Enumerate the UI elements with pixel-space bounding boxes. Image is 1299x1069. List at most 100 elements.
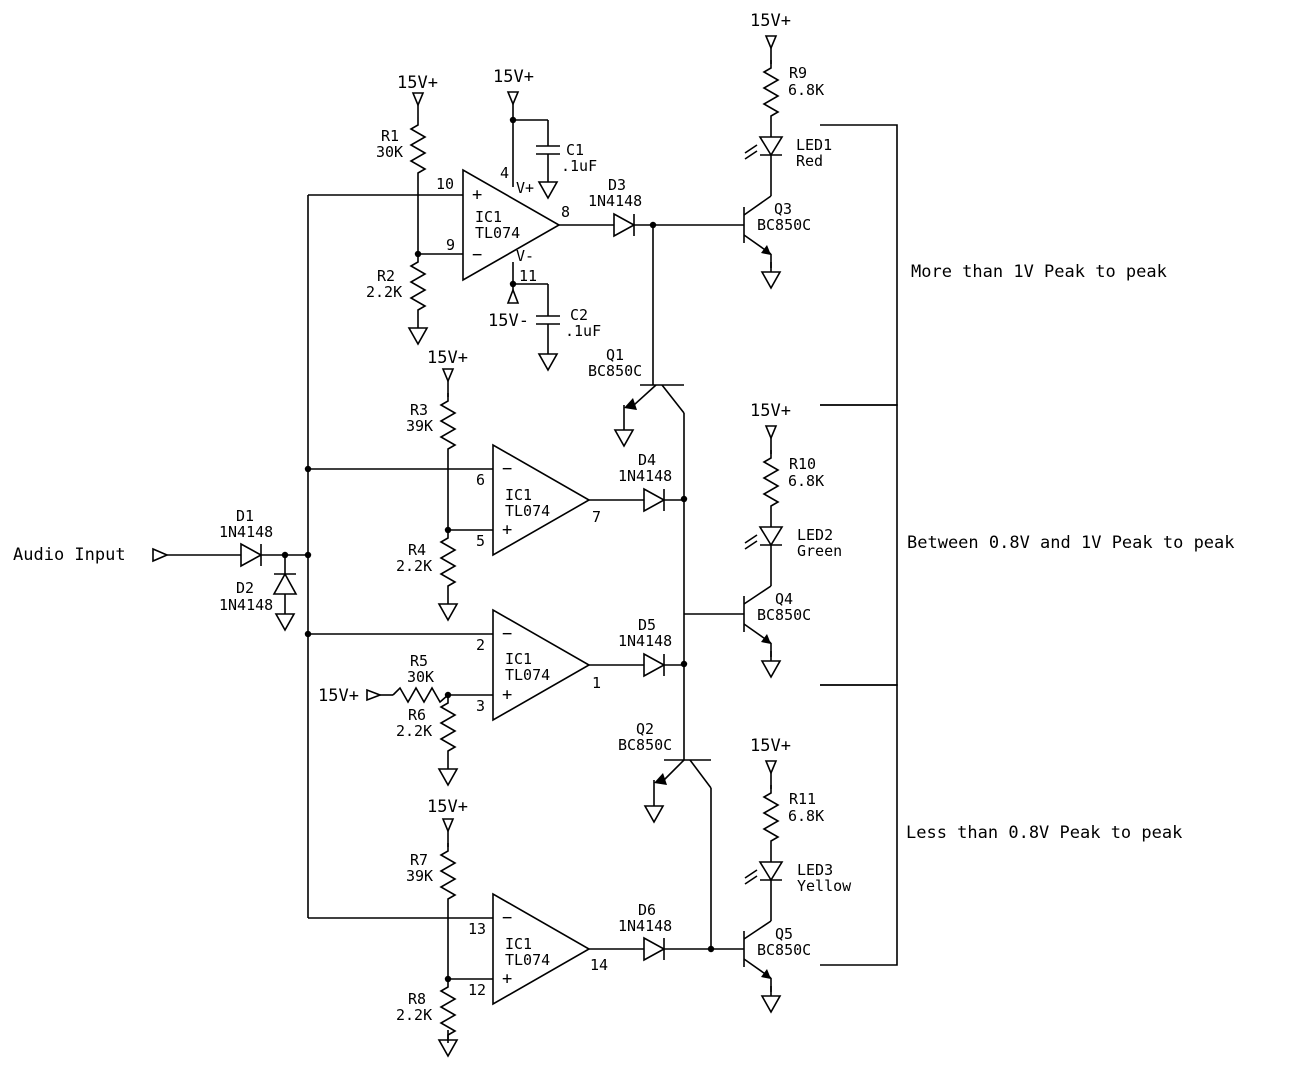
q3-ground xyxy=(761,261,781,289)
r2-ref: R2 xyxy=(377,267,395,285)
r3-resistor xyxy=(440,392,456,458)
d2-ref: D2 xyxy=(236,579,254,597)
vcc-label-r7: 15V+ xyxy=(427,797,468,817)
pin-9: 9 xyxy=(446,236,455,254)
r2-resistor xyxy=(410,253,426,319)
r11-resistor xyxy=(763,784,779,850)
r8-value: 2.2K xyxy=(396,1006,432,1024)
r5-resistor xyxy=(392,686,449,704)
led3-led xyxy=(744,861,783,885)
d3-part: 1N4148 xyxy=(588,192,642,210)
led3-ref: LED3 xyxy=(797,861,833,879)
q2-ground xyxy=(644,795,664,823)
opamp-c-ref: IC1 xyxy=(505,650,532,668)
d2-ground xyxy=(275,603,295,631)
annotation-low: Less than 0.8V Peak to peak xyxy=(906,823,1182,843)
r8-ref: R8 xyxy=(408,990,426,1008)
led2-ref: LED2 xyxy=(797,526,833,544)
pin-1: 1 xyxy=(592,674,601,692)
c2-value: .1uF xyxy=(565,322,601,340)
r7-value: 39K xyxy=(406,867,433,885)
pin-14: 14 xyxy=(590,956,608,974)
vcc-symbol-ic1a xyxy=(507,91,519,117)
r6-value: 2.2K xyxy=(396,722,432,740)
r7-resistor xyxy=(440,842,456,908)
r6-resistor xyxy=(440,694,456,760)
opamp-c-part: TL074 xyxy=(505,666,550,684)
vcc-symbol-r3 xyxy=(442,368,454,394)
c2-ground xyxy=(538,343,558,371)
audio-input-label: Audio Input xyxy=(13,545,126,565)
vcc-label-r3: 15V+ xyxy=(427,348,468,368)
d1-ref: D1 xyxy=(236,507,254,525)
d6-diode xyxy=(643,937,665,961)
r4-resistor xyxy=(440,529,456,595)
vee-label-ic1: 15V- xyxy=(488,311,529,331)
pin-11: 11 xyxy=(519,267,537,285)
vcc-label-r11: 15V+ xyxy=(750,736,791,756)
d3-ref: D3 xyxy=(608,176,626,194)
c1-value: .1uF xyxy=(561,157,597,175)
opamp-a-ref: IC1 xyxy=(475,208,502,226)
pin-5: 5 xyxy=(476,532,485,550)
q1-ground xyxy=(614,419,634,447)
vcc-arrow-r5 xyxy=(366,688,383,702)
d2-diode xyxy=(272,572,298,595)
opamp-d xyxy=(492,892,591,1006)
opamp-b-minus: − xyxy=(502,459,512,479)
c1-ground xyxy=(538,171,558,199)
r11-ref: R11 xyxy=(789,790,816,808)
opamp-d-part: TL074 xyxy=(505,951,550,969)
q3-ref: Q3 xyxy=(774,200,792,218)
opamp-a-vminus: V- xyxy=(516,247,534,265)
d1-part: 1N4148 xyxy=(219,523,273,541)
opamp-c-minus: − xyxy=(502,624,512,644)
d4-part: 1N4148 xyxy=(618,467,672,485)
vcc-label-r5: 15V+ xyxy=(318,686,359,706)
opamp-b xyxy=(492,443,591,557)
r1-ref: R1 xyxy=(381,127,399,145)
opamp-a-minus: − xyxy=(472,245,482,265)
vcc-label-ic1a: 15V+ xyxy=(493,67,534,87)
opamp-a-part: TL074 xyxy=(475,224,520,242)
c2-ref: C2 xyxy=(570,306,588,324)
vcc-symbol-r7 xyxy=(442,818,454,844)
r1-resistor xyxy=(410,116,426,182)
r4-ground xyxy=(438,593,458,621)
annotation-brackets xyxy=(820,124,898,966)
r2-ground xyxy=(408,317,428,345)
opamp-b-part: TL074 xyxy=(505,502,550,520)
pin-3: 3 xyxy=(476,697,485,715)
d3-diode xyxy=(613,213,635,237)
opamp-c xyxy=(492,608,591,722)
opamp-c-plus: + xyxy=(502,685,512,705)
r10-ref: R10 xyxy=(789,455,816,473)
pin-13: 13 xyxy=(468,920,486,938)
vcc-symbol-r11 xyxy=(765,760,777,786)
d4-diode xyxy=(643,488,665,512)
vcc-symbol-r1 xyxy=(412,92,424,118)
opamp-d-plus: + xyxy=(502,969,512,989)
r4-ref: R4 xyxy=(408,541,426,559)
pin-10: 10 xyxy=(436,175,454,193)
opamp-b-plus: + xyxy=(502,520,512,540)
pin-4: 4 xyxy=(500,164,509,182)
q2-part: BC850C xyxy=(618,736,672,754)
r4-value: 2.2K xyxy=(396,557,432,575)
q1-part: BC850C xyxy=(588,362,642,380)
d2-part: 1N4148 xyxy=(219,596,273,614)
r9-ref: R9 xyxy=(789,64,807,82)
led1-led xyxy=(744,136,783,160)
d5-diode xyxy=(643,653,665,677)
r5-ref: R5 xyxy=(410,652,428,670)
r10-resistor xyxy=(763,449,779,515)
vcc-label-r1: 15V+ xyxy=(397,73,438,93)
q2-ref: Q2 xyxy=(636,720,654,738)
audio-input-arrow xyxy=(152,547,170,563)
vcc-symbol-r10 xyxy=(765,425,777,451)
r11-value: 6.8K xyxy=(788,807,824,825)
d1-diode xyxy=(240,543,262,567)
pin-12: 12 xyxy=(468,981,486,999)
opamp-b-ref: IC1 xyxy=(505,486,532,504)
